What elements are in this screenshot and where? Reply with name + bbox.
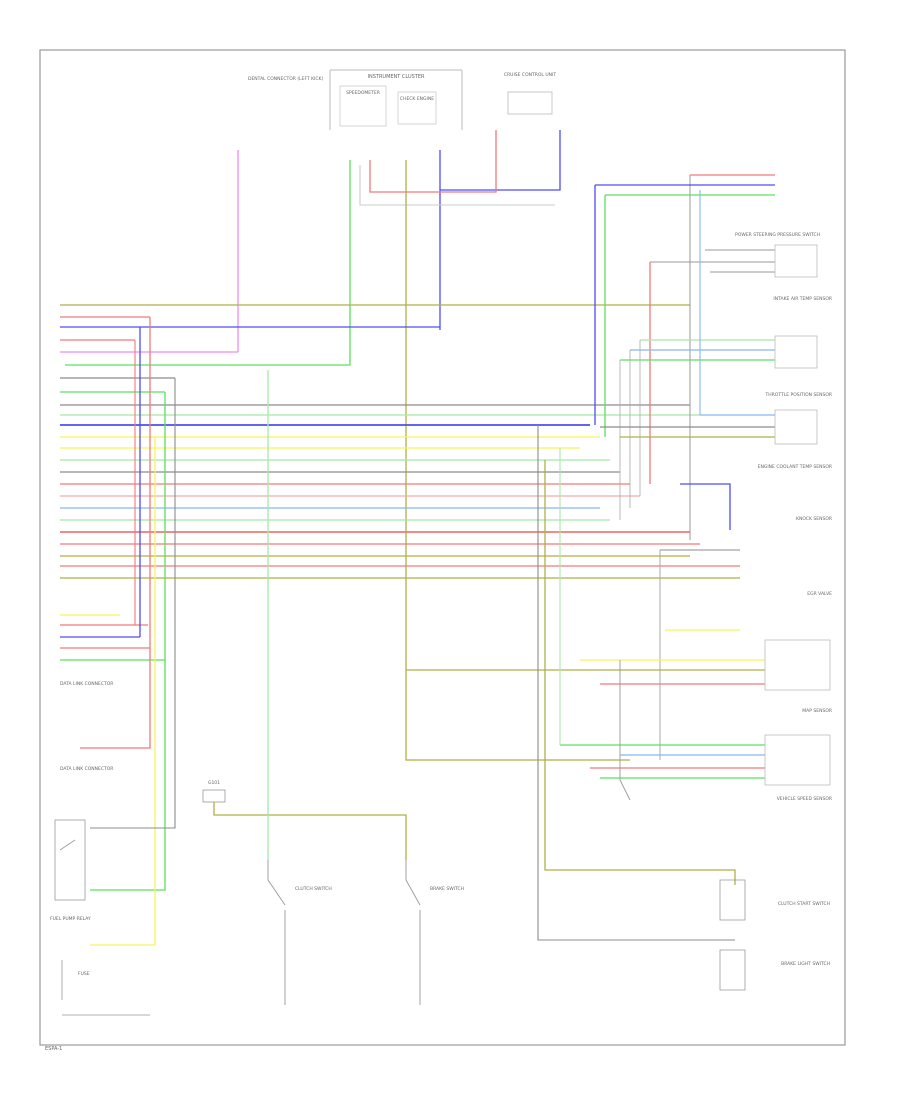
instrument-cluster: INSTRUMENT CLUSTER SPEEDOMETER CHECK ENG… bbox=[329, 69, 463, 130]
intake-sensor-block: INTAKE AIR TEMP SENSOR bbox=[619, 296, 832, 520]
harness-lines bbox=[60, 304, 740, 579]
wire-green-top-right bbox=[604, 194, 775, 437]
intake-sensor-label: INTAKE AIR TEMP SENSOR bbox=[773, 296, 832, 302]
dental-connector: DENTAL CONNECTOR (LEFT KICK) bbox=[248, 76, 324, 82]
cruise-control-unit: CRUISE CONTROL UNIT bbox=[504, 72, 556, 115]
wire-gray-egr bbox=[619, 660, 631, 801]
knock-sensor-label: KNOCK SENSOR bbox=[796, 516, 832, 522]
fuse-block: FUSE bbox=[61, 960, 150, 1016]
data-link-rear: DATA LINK CONNECTOR bbox=[60, 317, 151, 772]
brake-switch-right: BRAKE LIGHT SWITCH bbox=[537, 425, 830, 991]
instrument-cluster-label: INSTRUMENT CLUSTER bbox=[368, 74, 426, 80]
speed-sensor-block: VEHICLE SPEED SENSOR bbox=[559, 448, 832, 802]
wire-green-left-down bbox=[90, 392, 166, 891]
brake-switch-label: BRAKE SWITCH bbox=[430, 886, 464, 892]
wire-yellow-left-down bbox=[90, 437, 156, 946]
dental-connector-label: DENTAL CONNECTOR (LEFT KICK) bbox=[248, 76, 324, 82]
fuel-pump-relay-label: FUEL PUMP RELAY bbox=[50, 916, 91, 922]
ground-label: G101 bbox=[208, 780, 220, 786]
wire-olive-main bbox=[405, 160, 630, 761]
speedometer-label: SPEEDOMETER bbox=[346, 90, 380, 96]
diagram-border bbox=[39, 49, 846, 1046]
ect-sensor-block: ENGINE COOLANT TEMP SENSOR bbox=[680, 464, 832, 530]
wire-gray-cruise bbox=[359, 165, 555, 206]
ect-sensor-label: ENGINE COOLANT TEMP SENSOR bbox=[758, 464, 832, 470]
data-link-front: DATA LINK CONNECTOR bbox=[60, 614, 165, 687]
clutch-switch-bottom: CLUTCH SWITCH bbox=[267, 860, 332, 1005]
wire-red-cruise bbox=[369, 130, 497, 193]
speedometer-box bbox=[339, 85, 387, 127]
data-link-front-label: DATA LINK CONNECTOR bbox=[60, 681, 113, 687]
ground-connector: G101 bbox=[202, 780, 407, 860]
check-engine-box bbox=[397, 91, 437, 125]
knock-sensor-block: KNOCK SENSOR bbox=[659, 516, 832, 760]
fuse-label: FUSE bbox=[78, 971, 90, 977]
brake-switch-bottom: BRAKE SWITCH bbox=[405, 860, 464, 1005]
wire-blue-cruise bbox=[440, 130, 561, 191]
brake-light-label: BRAKE LIGHT SWITCH bbox=[781, 961, 830, 967]
wire-gray-left-down bbox=[90, 378, 176, 829]
throttle-sensor-label: THROTTLE POSITION SENSOR bbox=[765, 392, 832, 398]
wire-blue-top-right bbox=[594, 184, 775, 425]
page-code: ESPA-1 bbox=[45, 1046, 62, 1052]
egr-valve-label: EGR VALVE bbox=[807, 591, 832, 597]
clutch-start-label: CLUTCH START SWITCH bbox=[778, 901, 830, 907]
map-sensor-label: MAP SENSOR bbox=[802, 708, 832, 714]
wire-green-speedometer bbox=[65, 160, 351, 366]
cruise-control-label: CRUISE CONTROL UNIT bbox=[504, 72, 556, 78]
fuel-pump-relay: FUEL PUMP RELAY bbox=[50, 819, 91, 922]
check-engine-label: CHECK ENGINE bbox=[400, 96, 434, 102]
speed-sensor-label: VEHICLE SPEED SENSOR bbox=[777, 796, 832, 802]
egr-valve-block: EGR VALVE bbox=[665, 591, 832, 631]
clutch-switch-label: CLUTCH SWITCH bbox=[295, 886, 332, 892]
power-steering-label: POWER STEERING PRESSURE SWITCH bbox=[735, 232, 820, 238]
data-link-rear-label: DATA LINK CONNECTOR bbox=[60, 766, 113, 772]
power-steering-switch: POWER STEERING PRESSURE SWITCH bbox=[649, 232, 820, 484]
clutch-switch-right: CLUTCH START SWITCH bbox=[544, 460, 830, 921]
throttle-sensor-block: THROTTLE POSITION SENSOR bbox=[600, 190, 832, 445]
map-sensor-block: MAP SENSOR bbox=[406, 639, 832, 714]
